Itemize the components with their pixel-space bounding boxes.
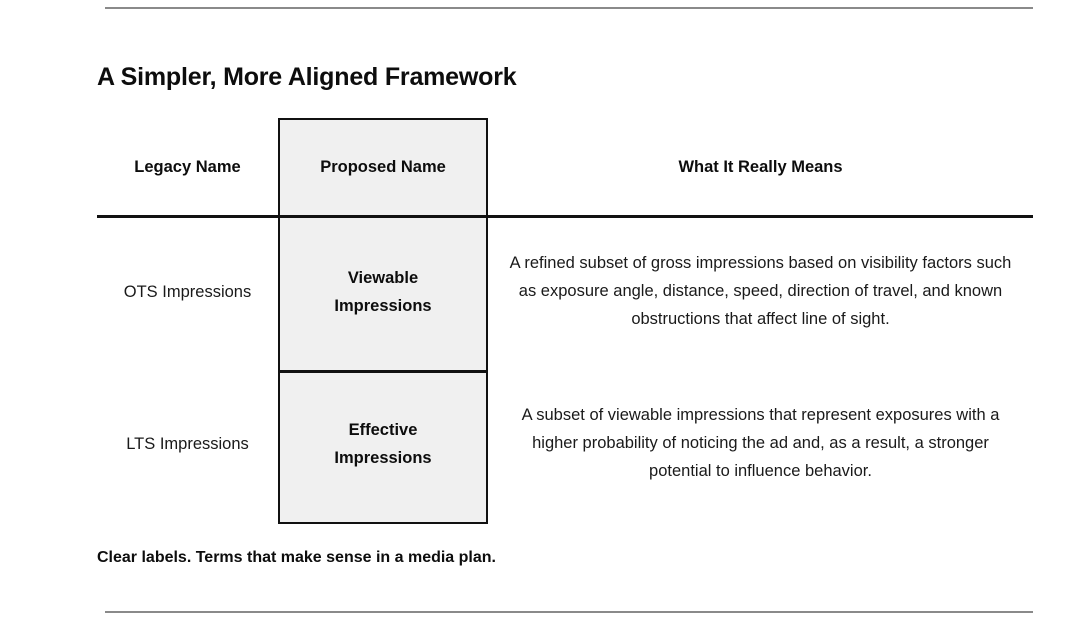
header-legacy-name: Legacy Name — [134, 157, 241, 176]
table-header-row: Legacy Name Proposed Name What It Really… — [97, 118, 1033, 216]
header-proposed-name: Proposed Name — [320, 157, 446, 176]
cell-proposed-name-1-line1: Viewable — [347, 268, 419, 287]
cell-legacy-name-1: OTS Impressions — [123, 282, 252, 301]
header-what-it-really-means: What It Really Means — [678, 157, 843, 176]
slide-caption: Clear labels. Terms that make sense in a… — [97, 549, 496, 566]
proposed-column-row-divider — [278, 370, 488, 373]
cell-proposed-name-2-line1: Effective — [348, 420, 418, 439]
cell-proposed-name-2-line2: Impressions — [334, 449, 432, 467]
top-divider-rule — [105, 7, 1033, 9]
page-title: A Simpler, More Aligned Framework — [97, 62, 517, 91]
cell-proposed-name-1: Viewable Impressions — [278, 216, 488, 368]
cell-meaning-2: A subset of viewable impressions that re… — [521, 406, 1000, 480]
cell-legacy-name-2: LTS Impressions — [126, 434, 249, 453]
cell-proposed-name-1-line2: Impressions — [334, 297, 432, 315]
bottom-divider-rule — [105, 611, 1033, 613]
framework-table: Legacy Name Proposed Name What It Really… — [97, 118, 1033, 520]
cell-proposed-name-2: Effective Impressions — [278, 368, 488, 520]
table-header-separator — [97, 215, 1033, 218]
table-row: OTS Impressions Viewable Impressions A r… — [97, 216, 1033, 368]
table-row: LTS Impressions Effective Impressions A … — [97, 368, 1033, 520]
cell-meaning-1: A refined subset of gross impressions ba… — [509, 254, 1012, 328]
